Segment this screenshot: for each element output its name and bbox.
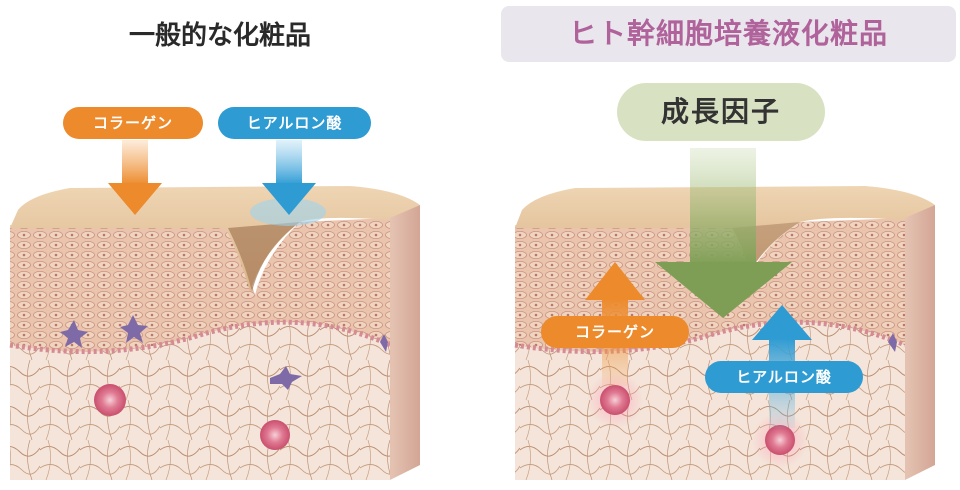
left-panel-title: 一般的な化粧品	[128, 21, 311, 51]
right-collagen-label: コラーゲン	[541, 316, 689, 348]
left-hyaluronic-label: ヒアルロン酸	[218, 107, 371, 139]
down-arrow-icon	[250, 140, 326, 226]
fibroblast-cell-icon	[888, 333, 897, 352]
stem-cell-icon	[94, 384, 126, 416]
stem-cell-icon	[600, 385, 630, 415]
stem-cell-icon	[765, 425, 795, 455]
left-skin-block	[9, 140, 420, 480]
fibroblast-cell-icon	[60, 315, 388, 390]
right-hyaluronic-label: ヒアルロン酸	[705, 361, 863, 393]
right-panel-title: ヒト幹細胞培養液化粧品	[501, 6, 956, 62]
left-collagen-label: コラーゲン	[63, 107, 203, 139]
right-skin-block	[514, 148, 935, 480]
growth-factor-label: 成長因子	[617, 83, 825, 141]
stem-cell-icon	[260, 420, 290, 450]
down-arrow-icon	[655, 148, 792, 318]
down-arrow-icon	[108, 140, 162, 215]
